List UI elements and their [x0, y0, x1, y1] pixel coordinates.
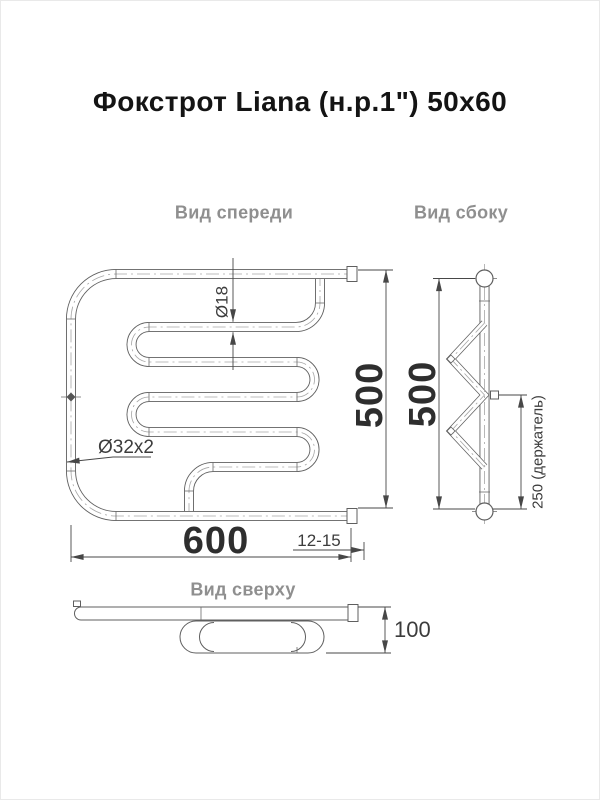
front-view-label: Вид спереди: [174, 202, 294, 223]
side-view-label: Вид сбоку: [413, 202, 509, 223]
dim-front-height: 500: [349, 269, 393, 509]
top-view-label: Вид сверху: [190, 579, 296, 600]
top-pipe-fitting: [347, 604, 359, 622]
dim-front-width: 600: [70, 520, 365, 562]
dim-depth-label: 100: [394, 617, 431, 642]
front-view-drawing: Ø18 Ø32x2 500 600: [61, 258, 393, 562]
serpentine-coil: [126, 273, 325, 517]
top-rail-pipe: [73, 600, 359, 622]
front-holder-mark: [61, 392, 81, 402]
zigzag-vertex-mark: [446, 426, 456, 436]
joint-ticks: [66, 269, 325, 521]
side-zigzag-coil: [445, 320, 490, 470]
dim-holder-label: 250 (держатель): [530, 395, 547, 509]
side-view-drawing: 500 250 (держатель): [402, 264, 547, 524]
bottom-pipe-fitting: [346, 508, 358, 524]
dim-collector-diameter: Ø32x2: [66, 437, 154, 464]
dim-wall-gap-label: 12-15: [297, 531, 340, 550]
top-coil-loop: [179, 620, 325, 654]
dim-front-height-label: 500: [349, 362, 391, 428]
dim-wall-gap: 12-15: [293, 531, 365, 553]
dim-tube-diameter-label: Ø18: [213, 286, 232, 318]
dim-side-height: 500: [402, 278, 475, 510]
dim-depth: 100: [326, 606, 431, 654]
dim-holder: 250 (держатель): [493, 394, 547, 510]
top-view-drawing: 100: [73, 600, 431, 654]
page-title: Фокстрот Liana (н.р.1") 50x60: [92, 86, 508, 117]
side-top-pipe-end: [475, 269, 494, 288]
dim-collector-diameter-label: Ø32x2: [98, 437, 154, 458]
dim-tube-diameter: Ø18: [213, 258, 236, 370]
dim-side-height-label: 500: [402, 361, 444, 427]
top-pipe-fitting: [346, 266, 358, 282]
dim-front-width-label: 600: [183, 520, 249, 562]
side-holder-mark: [490, 390, 499, 400]
zigzag-vertex-mark: [446, 354, 456, 364]
side-bottom-pipe-end: [475, 502, 494, 521]
